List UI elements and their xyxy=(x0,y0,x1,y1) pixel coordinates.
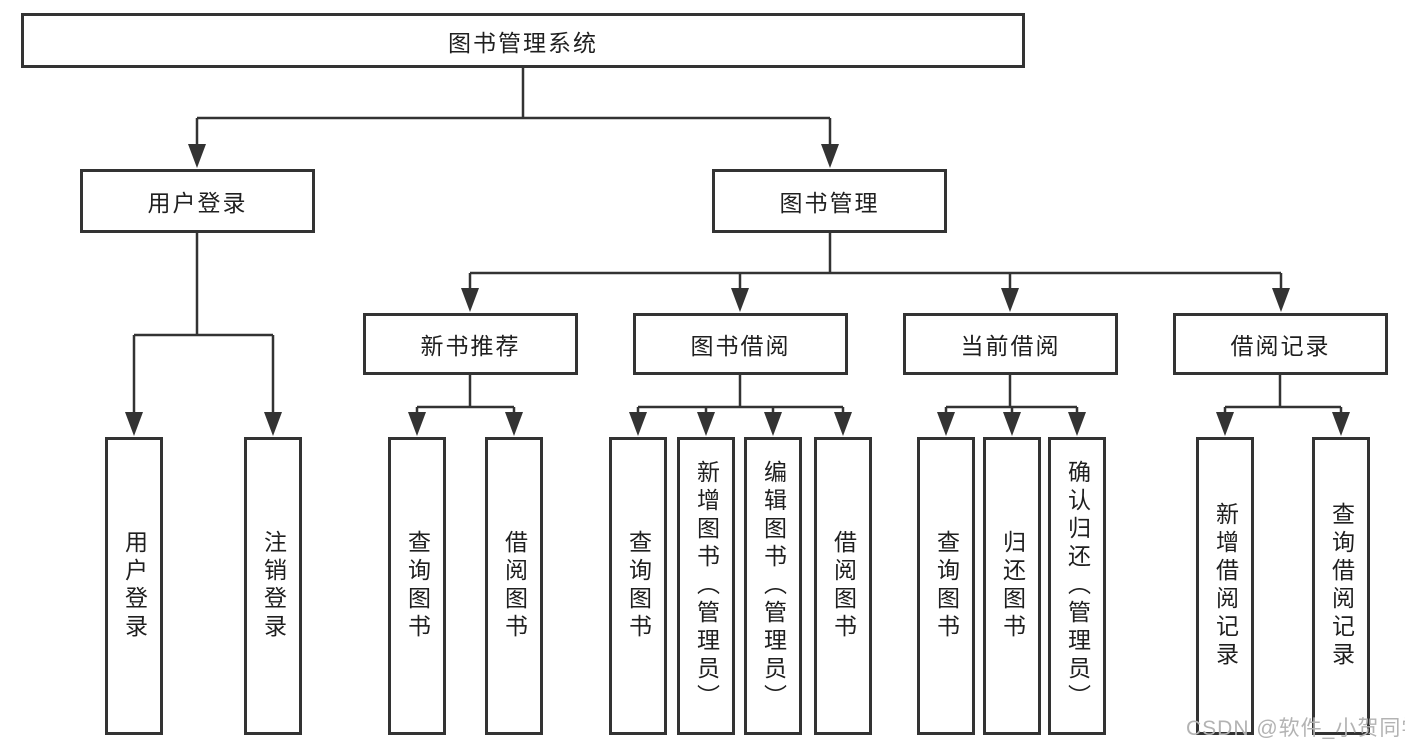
arrowhead xyxy=(1068,412,1086,436)
arrowhead xyxy=(1216,412,1234,436)
arrowhead xyxy=(821,144,839,168)
arrowhead xyxy=(125,412,143,436)
arrowhead xyxy=(1272,288,1290,312)
arrowhead xyxy=(188,144,206,168)
node-book-management: 图书管理 xyxy=(712,169,947,233)
arrowhead xyxy=(937,412,955,436)
leaf-label: 查询图书 xyxy=(933,530,960,642)
leaf-query-borrow-record: 查询借阅记录 xyxy=(1312,437,1370,735)
arrowhead xyxy=(834,412,852,436)
node-user-login: 用户登录 xyxy=(80,169,315,233)
arrowhead xyxy=(1001,288,1019,312)
node-label: 图书管理系统 xyxy=(448,29,598,56)
node-root-system: 图书管理系统 xyxy=(21,13,1025,68)
leaf-query-book-borrow: 查询图书 xyxy=(609,437,667,735)
leaf-label: 编辑图书（管理员） xyxy=(760,460,787,712)
leaf-label: 归还图书 xyxy=(999,530,1026,642)
arrowhead xyxy=(1003,412,1021,436)
leaf-label: 查询图书 xyxy=(404,530,431,642)
node-label: 图书管理 xyxy=(779,190,880,216)
arrowhead xyxy=(264,412,282,436)
arrowhead xyxy=(1332,412,1350,436)
node-current-borrow: 当前借阅 xyxy=(903,313,1118,375)
node-label: 新书推荐 xyxy=(420,333,521,359)
arrowhead xyxy=(629,412,647,436)
leaf-label: 用户登录 xyxy=(121,530,148,642)
leaf-label: 借阅图书 xyxy=(501,530,528,642)
node-borrow-record: 借阅记录 xyxy=(1173,313,1388,375)
leaf-label: 注销登录 xyxy=(260,530,287,642)
csdn-watermark: CSDN @软件_小贺同学 xyxy=(1186,717,1405,740)
node-label: 当前借阅 xyxy=(960,333,1061,359)
arrowhead xyxy=(731,288,749,312)
arrowhead xyxy=(697,412,715,436)
leaf-label: 查询借阅记录 xyxy=(1328,502,1355,670)
arrowhead xyxy=(408,412,426,436)
node-label: 借阅记录 xyxy=(1230,333,1331,359)
node-label: 用户登录 xyxy=(147,190,248,216)
node-new-book-recommend: 新书推荐 xyxy=(363,313,578,375)
leaf-borrow-book-newbook: 借阅图书 xyxy=(485,437,543,735)
leaf-query-book-current: 查询图书 xyxy=(917,437,975,735)
leaf-label: 确认归还（管理员） xyxy=(1064,460,1091,712)
leaf-confirm-return-admin: 确认归还（管理员） xyxy=(1048,437,1106,735)
leaf-return-book: 归还图书 xyxy=(983,437,1041,735)
leaf-user-login: 用户登录 xyxy=(105,437,163,735)
leaf-label: 新增借阅记录 xyxy=(1212,502,1239,670)
node-book-borrow: 图书借阅 xyxy=(633,313,848,375)
leaf-edit-book-admin: 编辑图书（管理员） xyxy=(744,437,802,735)
leaf-add-borrow-record: 新增借阅记录 xyxy=(1196,437,1254,735)
node-label: 图书借阅 xyxy=(690,333,791,359)
leaf-label: 新增图书（管理员） xyxy=(693,460,720,712)
arrowhead xyxy=(461,288,479,312)
arrowhead xyxy=(764,412,782,436)
leaf-borrow-book: 借阅图书 xyxy=(814,437,872,735)
leaf-label: 借阅图书 xyxy=(830,530,857,642)
leaf-label: 查询图书 xyxy=(625,530,652,642)
leaf-query-book-newbook: 查询图书 xyxy=(388,437,446,735)
leaf-add-book-admin: 新增图书（管理员） xyxy=(677,437,735,735)
leaf-logout: 注销登录 xyxy=(244,437,302,735)
arrowhead xyxy=(505,412,523,436)
